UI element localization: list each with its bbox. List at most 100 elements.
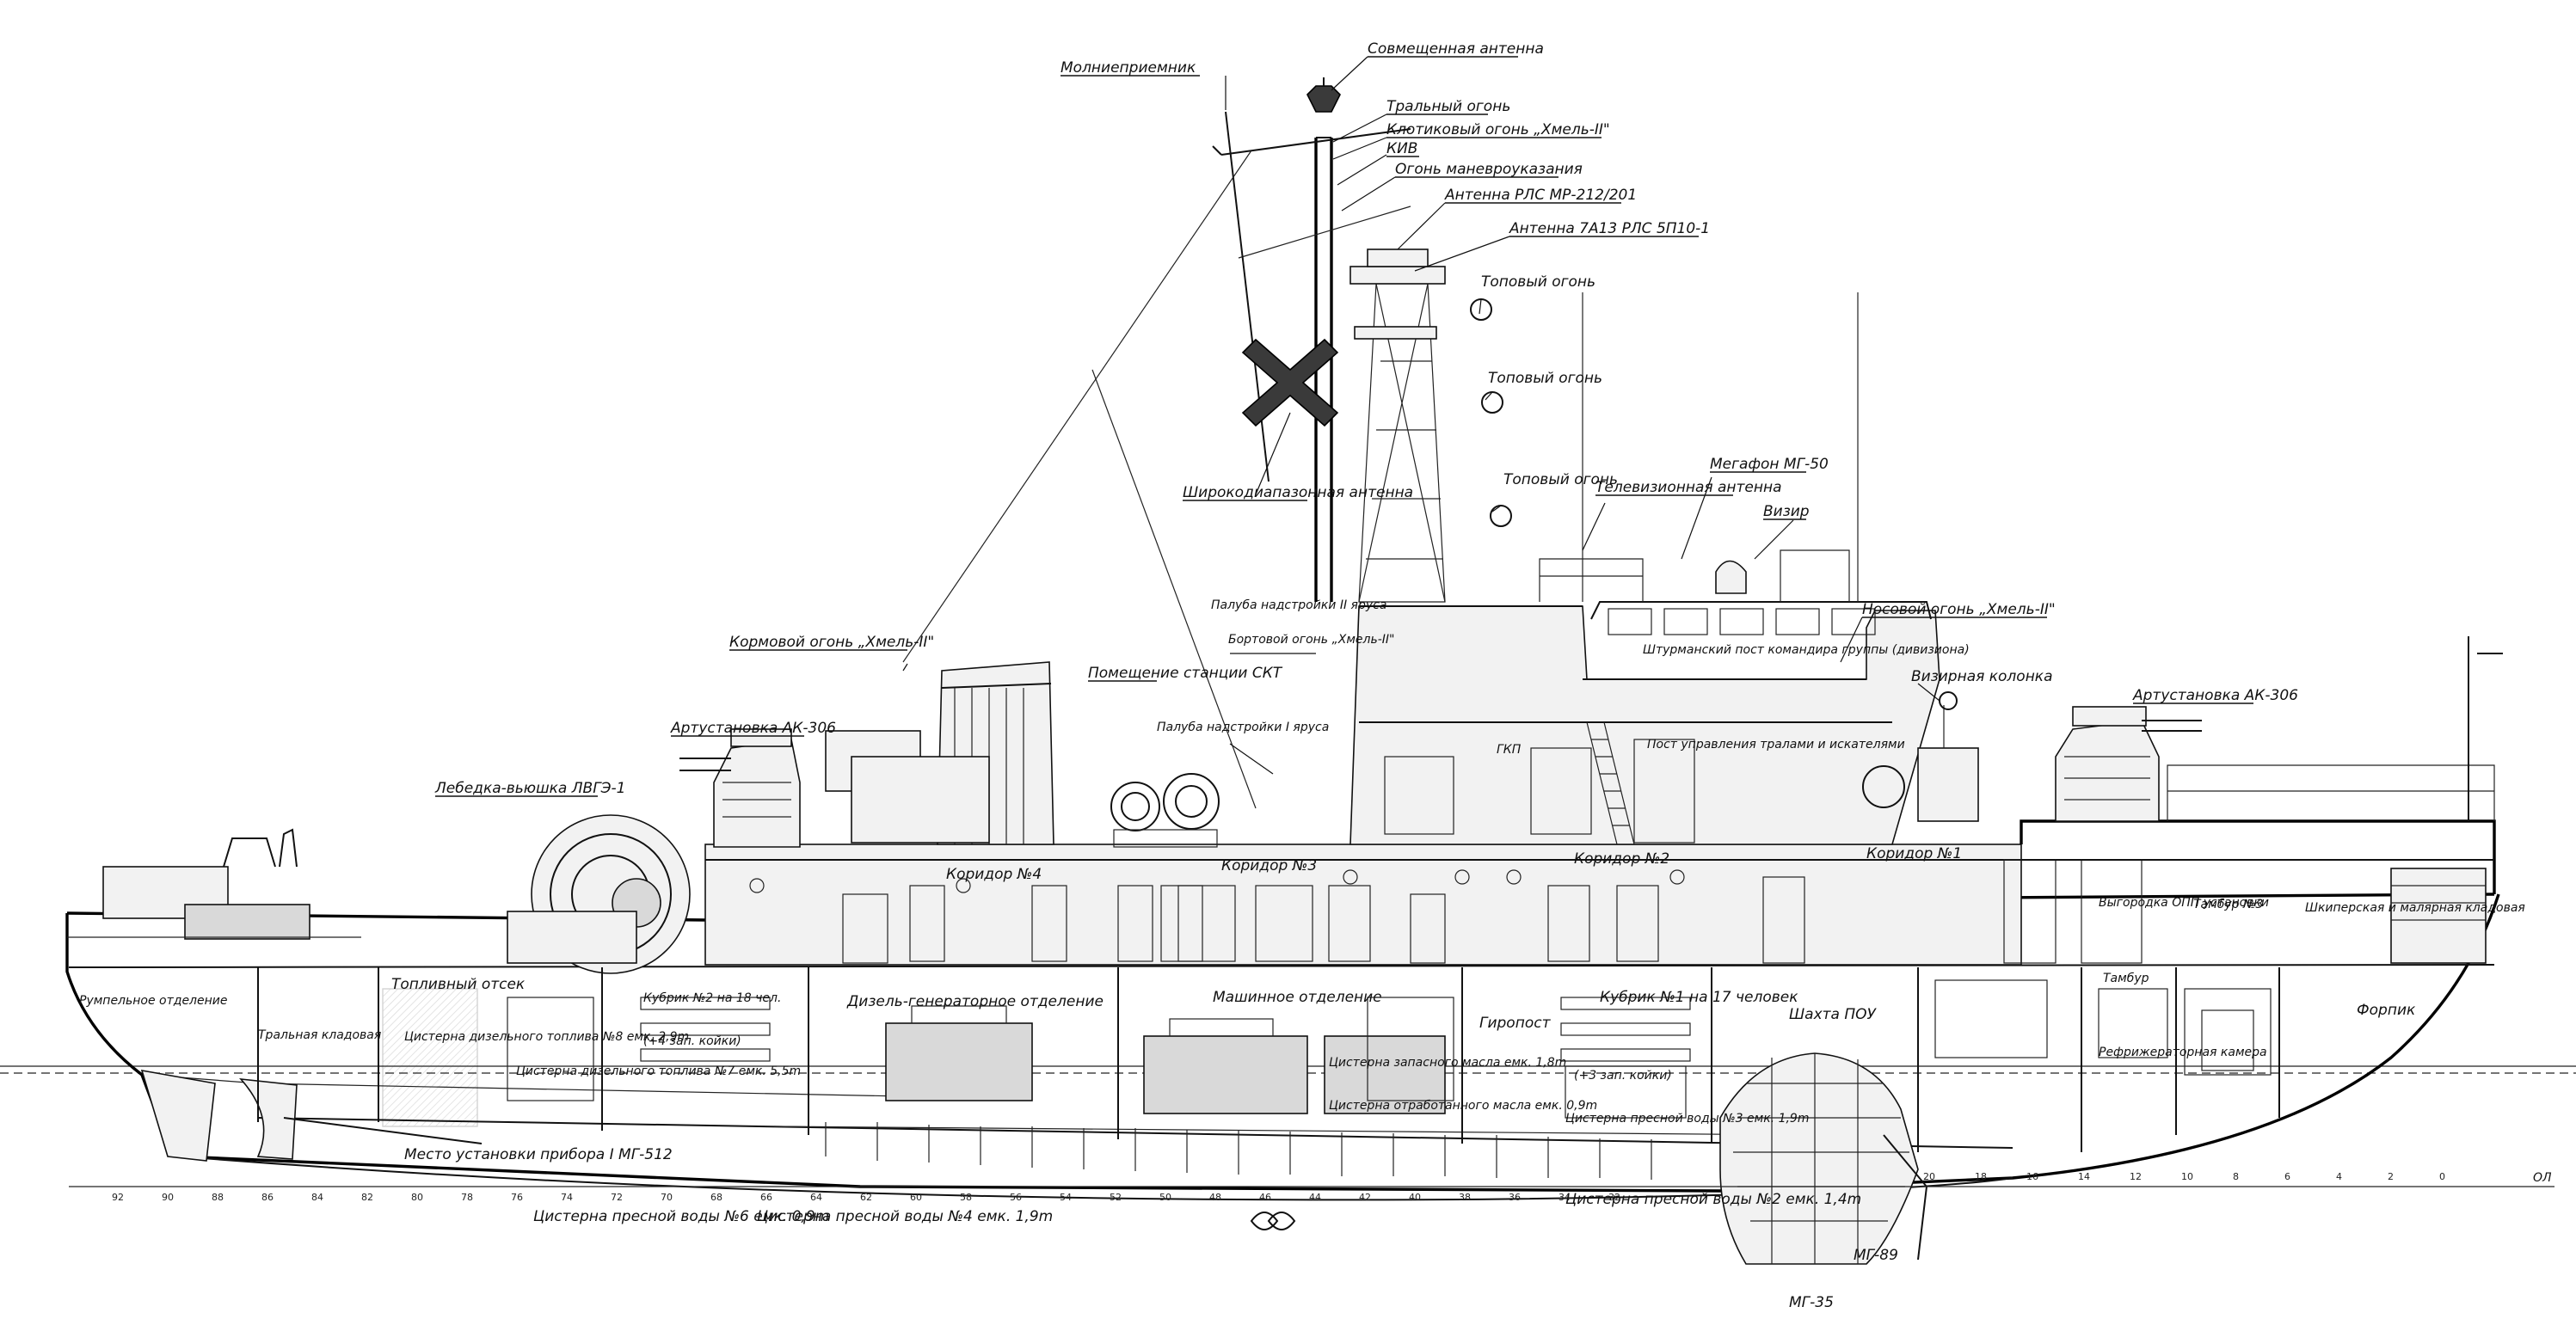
portholes xyxy=(749,869,1685,893)
frame-label: 56 xyxy=(1010,1192,1022,1203)
bow-gun-mount xyxy=(1862,636,2503,822)
label-cabin-2-spare: (+4 зап. койки) xyxy=(643,1034,741,1048)
label-gyro-post: Гиропост xyxy=(1479,1015,1552,1032)
label-diesel-gen-room: Дизель-генераторное отделение xyxy=(846,993,1104,1010)
label-mg35: МГ-35 xyxy=(1789,1294,1834,1311)
frame-label: 78 xyxy=(461,1192,473,1203)
label-fresh-water-3: Цистерна пресной воды №3 емк. 1,9m xyxy=(1565,1112,1809,1126)
label-visor: Визир xyxy=(1763,503,1810,520)
label-deck-level-2: Палуба надстройки II яруса xyxy=(1211,598,1386,612)
frame-label: 6 xyxy=(2284,1171,2290,1182)
label-forepeak: Форпик xyxy=(2357,1002,2416,1019)
frame-label: 34 xyxy=(1559,1192,1571,1203)
label-lightning-rod: Молниеприемник xyxy=(1061,59,1196,77)
label-bow-light: Носовой огонь „Хмель-II" xyxy=(1862,601,2056,618)
frame-label: 8 xyxy=(2233,1171,2239,1182)
label-mg512-place: Место установки прибора I МГ-512 xyxy=(404,1146,673,1163)
label-stern-gun: Артустановка АК-306 xyxy=(670,720,836,737)
label-gkp: ГКП xyxy=(1497,743,1522,757)
label-corridor-4: Коридор №4 xyxy=(946,866,1042,883)
frame-label: 44 xyxy=(1309,1192,1321,1203)
frame-label: 90 xyxy=(162,1192,174,1203)
label-fresh-water-2: Цистерна пресной воды №2 емк. 1,4m xyxy=(1565,1191,1861,1208)
frame-label: 14 xyxy=(2078,1171,2090,1182)
label-broadband-antenna: Широкодиапазонная антенна xyxy=(1183,484,1413,501)
label-tiller-room: Румпельное отделение xyxy=(79,994,227,1008)
frame-label: 54 xyxy=(1060,1192,1072,1203)
label-vestibule-3: Тамбур №3 xyxy=(2193,898,2263,911)
label-side-light: Бортовой огонь „Хмель-II" xyxy=(1228,633,1394,647)
frame-label: 36 xyxy=(1509,1192,1521,1203)
frame-label: 82 xyxy=(361,1192,373,1203)
frame-label: 74 xyxy=(561,1192,573,1203)
label-winch: Лебедка-вьюшка ЛВГЭ-1 xyxy=(434,780,626,797)
label-maneuver-light: Огонь маневроуказания xyxy=(1395,161,1583,178)
label-deck-level-1: Палуба надстройки I яруса xyxy=(1157,721,1329,734)
label-vestibule: Тамбур xyxy=(2103,972,2149,985)
frame-label: 52 xyxy=(1110,1192,1122,1203)
label-bow-gun: Артустановка АК-306 xyxy=(2132,687,2298,704)
bridge-windows xyxy=(1608,608,1876,635)
frame-label: 10 xyxy=(2181,1171,2193,1182)
label-topmast-light-3: Топовый огонь xyxy=(1503,471,1618,488)
label-cabin-2: Кубрик №2 на 18 чел. xyxy=(643,991,781,1005)
frame-label: 4 xyxy=(2336,1171,2342,1182)
label-spare-oil-tank: Цистерна запасного масла емк. 1,8m xyxy=(1329,1056,1566,1070)
label-radar-antenna-mr: Антенна РЛС МР-212/201 xyxy=(1444,187,1637,204)
label-sweep-light: Тральный огонь xyxy=(1386,98,1510,115)
double-bottom-frames xyxy=(825,1122,1652,1180)
label-topmast-light-2: Топовый огонь xyxy=(1488,370,1602,387)
frame-label: 68 xyxy=(710,1192,722,1203)
label-combined-antenna: Совмещенная антенна xyxy=(1368,40,1544,58)
frame-label: 48 xyxy=(1209,1192,1221,1203)
frame-label: 70 xyxy=(661,1192,673,1203)
bow-frame-numbers: 20 18 16 14 12 10 8 6 4 2 0 xyxy=(1923,1171,2445,1182)
frame-label: 64 xyxy=(810,1192,822,1203)
frame-label: 16 xyxy=(2026,1171,2038,1182)
stern-gun-mount xyxy=(679,728,801,848)
frame-label: 12 xyxy=(2130,1171,2142,1182)
label-mg89: МГ-89 xyxy=(1854,1247,1898,1264)
label-radar-antenna-7a13: Антенна 7А13 РЛС 5П10-1 xyxy=(1509,220,1710,237)
reels xyxy=(1110,773,1220,848)
stern-deck xyxy=(67,814,691,974)
frame-label: 20 xyxy=(1923,1171,1935,1182)
frame-label: 66 xyxy=(760,1192,772,1203)
bunks xyxy=(640,997,1691,1062)
lower-compartments xyxy=(257,967,2280,1180)
frame-label: 86 xyxy=(261,1192,274,1203)
frame-label: 62 xyxy=(860,1192,872,1203)
frame-label: 50 xyxy=(1159,1192,1171,1203)
frame-label: 88 xyxy=(212,1192,224,1203)
label-diesel-tank-8: Цистерна дизельного топлива №8 емк. 2,9m xyxy=(404,1030,689,1044)
label-masthead-light: Клотиковый огонь „Хмель-II" xyxy=(1386,121,1610,138)
frame-label: 42 xyxy=(1359,1192,1371,1203)
label-megaphone: Мегафон МГ-50 xyxy=(1710,456,1829,473)
label-tv-antenna: Телевизионная антенна xyxy=(1595,479,1782,496)
frame-scale: 92 90 88 86 84 82 80 78 76 74 72 70 68 6… xyxy=(69,1171,2554,1230)
frame-label: 92 xyxy=(112,1192,124,1203)
superstructure-level-2 xyxy=(1349,549,1940,845)
labels: Молниеприемник Совмещенная антенна Траль… xyxy=(79,40,2525,1311)
label-cabin-1-spare: (+3 зап. койки) xyxy=(1574,1069,1672,1083)
frame-label: 84 xyxy=(311,1192,323,1203)
label-waste-oil-tank: Цистерна отработанного масла емк. 0,9m xyxy=(1329,1099,1597,1113)
frame-label: 60 xyxy=(910,1192,922,1203)
baseline-label: ОЛ xyxy=(2533,1171,2552,1185)
label-cabin-1: Кубрик №1 на 17 человек xyxy=(1600,989,1798,1006)
frame-label: 0 xyxy=(2439,1171,2445,1182)
label-fuel-compartment: Топливный отсек xyxy=(391,976,526,993)
label-stern-light: Кормовой огонь „Хмель-II" xyxy=(729,634,934,651)
label-fridge-room: Рефрижераторная камера xyxy=(2099,1046,2267,1059)
label-navigator-post: Штурманский пост командира группы (дивиз… xyxy=(1643,643,1970,657)
frame-label: 80 xyxy=(411,1192,423,1203)
label-enclosure: Выгородка ОПП установки xyxy=(2099,896,2269,910)
frame-label: 18 xyxy=(1975,1171,1987,1182)
stern-frame-numbers: 92 90 88 86 84 82 80 78 76 74 72 70 68 6… xyxy=(112,1192,1620,1203)
frame-label: 32 xyxy=(1608,1192,1620,1203)
label-fresh-water-4: Цистерна пресной воды №4 емк. 1,9m xyxy=(757,1208,1053,1225)
label-skipper-store: Шкиперская и малярная кладовая xyxy=(2305,901,2525,915)
sonar-dome xyxy=(1719,1052,1928,1265)
frame-label: 46 xyxy=(1259,1192,1271,1203)
